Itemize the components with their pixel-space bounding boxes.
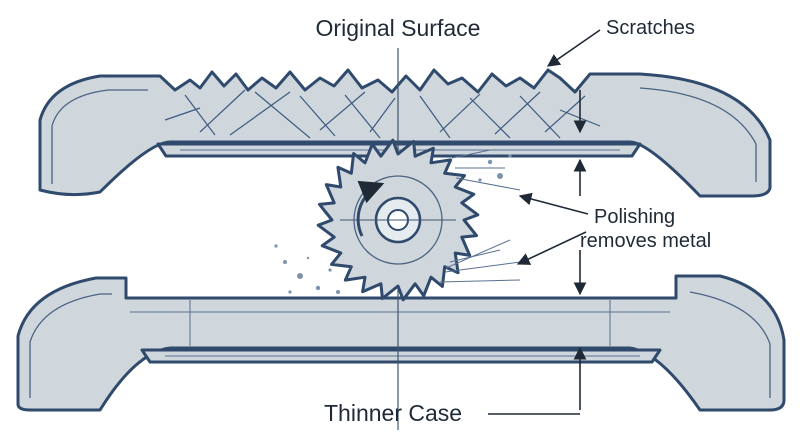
thinner-case-label: Thinner Case	[324, 400, 462, 426]
upper-case	[38, 68, 772, 198]
upper-case-body	[38, 68, 772, 198]
polishing-pointer-upper	[518, 192, 589, 215]
polishing-label-line2: removes metal	[580, 230, 711, 252]
polishing-label-line1: Polishing	[594, 206, 675, 228]
upper-case-bevel-right	[639, 87, 757, 182]
debris-particles	[274, 154, 512, 294]
original-surface-label: Original Surface	[316, 15, 481, 41]
upper-case-bevel-left	[51, 89, 148, 184]
scratches-pointer	[546, 29, 601, 67]
lower-case-body	[16, 274, 786, 412]
scratch-marks	[164, 89, 601, 139]
spark-lines	[439, 149, 521, 283]
scratches-label: Scratches	[606, 17, 695, 39]
rotation-arrow-icon	[356, 180, 385, 237]
polishing-wheel	[316, 138, 480, 302]
lower-case	[16, 274, 786, 412]
polishing-pointer-lower	[516, 231, 587, 265]
